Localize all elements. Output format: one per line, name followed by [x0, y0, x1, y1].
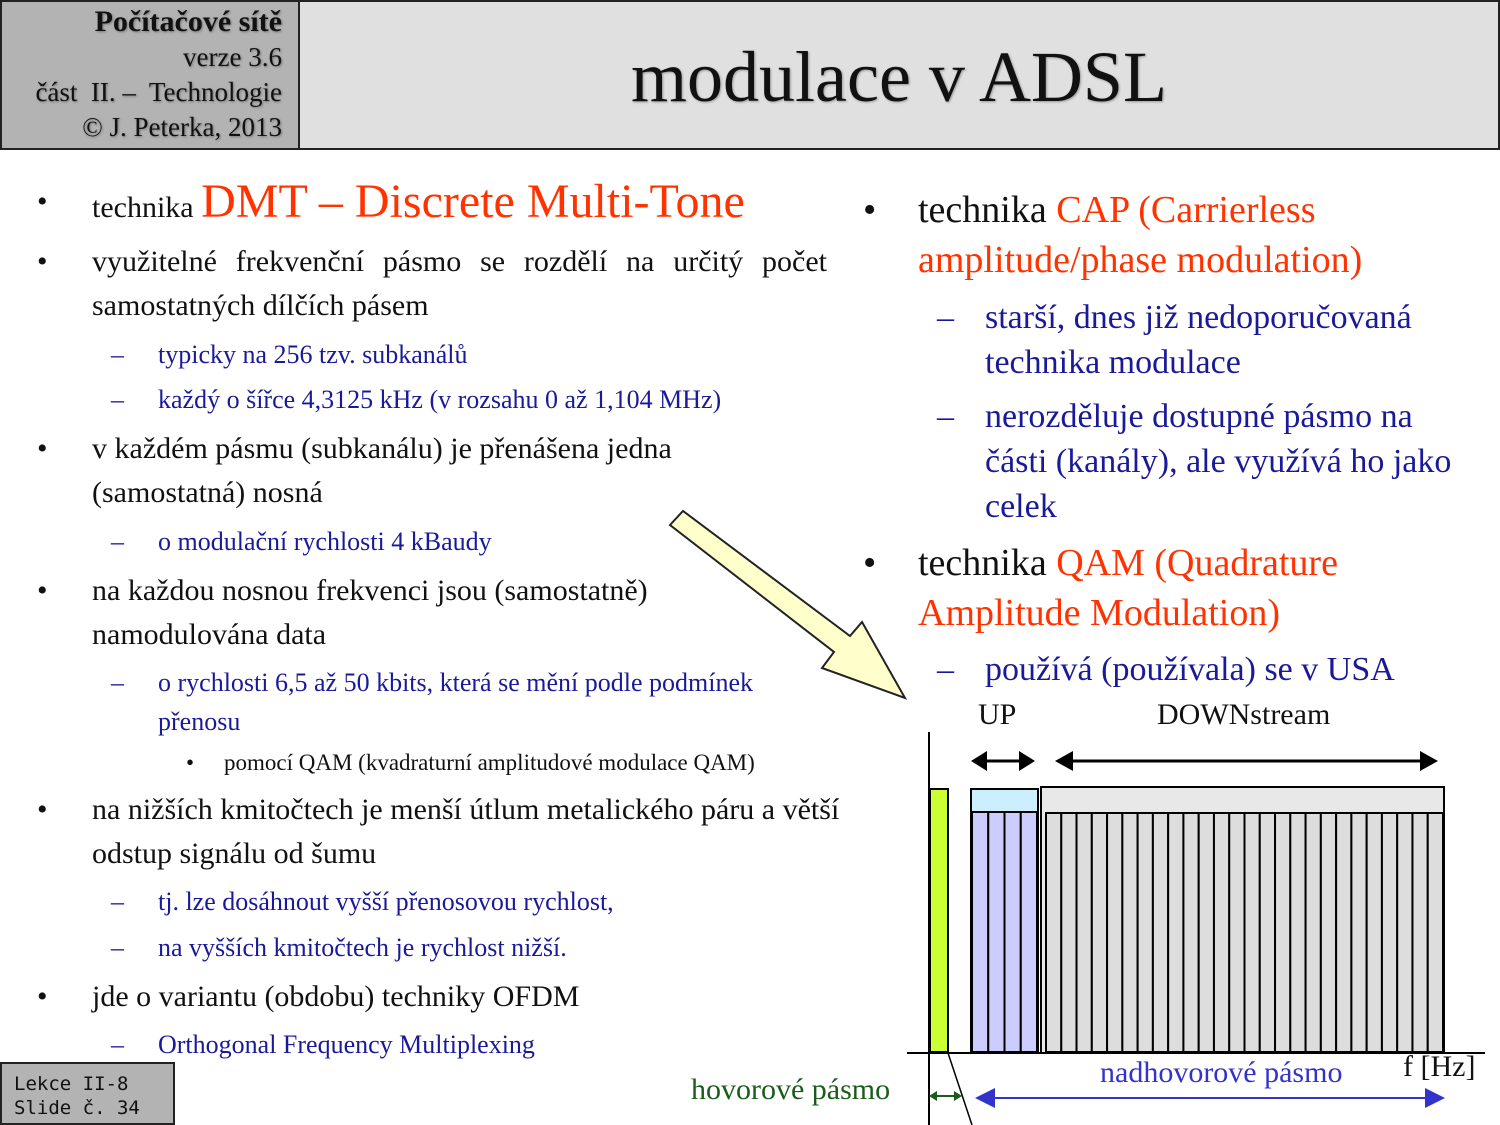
text: na každou nosnou frekvenci jsou (samosta…	[92, 574, 648, 651]
downstream-channel	[1319, 812, 1338, 1053]
text: technika	[918, 542, 1057, 584]
text: starší, dnes již nedoporučovaná technika…	[985, 299, 1412, 381]
sub-item: –každý o šířce 4,3125 kHz (v rozsahu 0 a…	[111, 385, 722, 414]
slide-title: modulace v ADSL	[300, 0, 1500, 150]
course-title: Počítačové sítě	[94, 5, 282, 38]
highlight: DMT – Discrete Multi-Tone	[201, 175, 745, 228]
pointer-arrow	[668, 509, 908, 700]
text: jde o variantu (obdobu) techniky OFDM	[92, 980, 580, 1013]
downstream-channel	[1182, 812, 1200, 1053]
text: každý o šířce 4,3125 kHz (v rozsahu 0 až…	[158, 385, 722, 414]
sub-sub-item: •pomocí QAM (kvadraturní amplitudové mod…	[186, 750, 755, 775]
upstream-channel	[1003, 811, 1022, 1053]
downstream-channel	[1045, 812, 1063, 1053]
course-info: Počítačové sítě verze 3.6 část II. – Tec…	[0, 0, 300, 150]
bullet-carrier: •v každém pásmu (subkanálu) je přenášena…	[37, 432, 672, 509]
upstream-channel	[987, 811, 1006, 1053]
sub-item: –starší, dnes již nedoporučovaná technik…	[937, 299, 1412, 381]
downstream-channel	[1274, 812, 1292, 1053]
text: pomocí QAM (kvadraturní amplitudové modu…	[224, 750, 755, 775]
sub-item: –nerozděluje dostupné pásmo na části (ka…	[937, 398, 1452, 525]
downstream-channel	[1197, 812, 1215, 1053]
text: na vyšších kmitočtech je rychlost nižší.	[158, 933, 567, 962]
highlight: QAM (Quadrature Amplitude Modulation)	[918, 542, 1338, 634]
voice-boundary	[947, 1052, 973, 1125]
bullet-qam: •technika QAM (Quadrature Amplitude Modu…	[863, 542, 1338, 634]
above-voice-band-label: nadhovorové pásmo	[1100, 1056, 1343, 1089]
text: o rychlosti 6,5 až 50 kbits, která se mě…	[158, 668, 753, 736]
bullet-band: •využitelné frekvenční pásmo se rozdělí …	[37, 245, 827, 322]
downstream-channel	[1075, 812, 1093, 1053]
voice-band	[929, 788, 949, 1053]
copyright: © J. Peterka, 2013	[82, 112, 282, 142]
text: na nižších kmitočtech je menší útlum met…	[92, 793, 840, 870]
downstream-channel	[1380, 812, 1399, 1053]
downstream-channel	[1060, 812, 1078, 1053]
text: Orthogonal Frequency Multiplexing	[158, 1030, 535, 1059]
slide-number: Slide č. 34	[14, 1097, 140, 1119]
sub-item: –o rychlosti 6,5 až 50 kbits, která se m…	[111, 668, 753, 736]
text: technika	[92, 191, 202, 224]
text: používá (používala) se v USA	[985, 651, 1395, 688]
downstream-channel	[1136, 812, 1154, 1053]
bullet-cap: •technika CAP (Carrierless amplitude/pha…	[863, 189, 1363, 281]
sub-item: –na vyšších kmitočtech je rychlost nižší…	[111, 933, 567, 962]
bullet-dmt: •technika DMT – Discrete Multi-Tone	[37, 175, 745, 228]
text: tj. lze dosáhnout vyšší přenosovou rychl…	[158, 887, 614, 916]
downstream-label: DOWNstream	[1157, 698, 1331, 731]
downstream-channel	[1350, 812, 1368, 1053]
downstream-channel	[1090, 812, 1109, 1053]
sub-item: –používá (používala) se v USA	[937, 651, 1395, 688]
downstream-channel	[1411, 812, 1429, 1053]
up-arrow-head-right	[1019, 751, 1035, 771]
version: verze 3.6	[183, 42, 282, 72]
downstream-channel	[1106, 812, 1124, 1053]
downstream-channel	[1258, 812, 1277, 1053]
downstream-channel	[1212, 812, 1231, 1053]
bullet-attenuation: •na nižších kmitočtech je menší útlum me…	[37, 793, 840, 870]
upstream-channel	[1019, 811, 1038, 1053]
text: o modulační rychlosti 4 kBaudy	[158, 527, 492, 556]
text: technika	[918, 189, 1057, 231]
upstream-channel	[971, 811, 990, 1053]
text: nerozděluje dostupné pásmo na části (kan…	[985, 398, 1452, 525]
part: část II. – Technologie	[35, 77, 282, 107]
downstream-channel	[1289, 812, 1307, 1053]
sub-item: –tj. lze dosáhnout vyšší přenosovou rych…	[111, 887, 614, 916]
sub-item: –Orthogonal Frequency Multiplexing	[111, 1030, 535, 1059]
up-arrow-head-left	[971, 751, 987, 771]
text: využitelné frekvenční pásmo se rozdělí n…	[92, 245, 827, 322]
down-arrow-head-right	[1420, 751, 1438, 771]
downstream-channel	[1304, 812, 1322, 1053]
bullet-data: •na každou nosnou frekvenci jsou (samost…	[37, 574, 648, 651]
bullet-ofdm: •jde o variantu (obdobu) techniky OFDM	[37, 980, 580, 1013]
lesson: Lekce II-8	[14, 1073, 129, 1095]
downstream-channel	[1365, 812, 1383, 1053]
highlight: CAP (Carrierless amplitude/phase modulat…	[918, 189, 1363, 281]
down-arrow-head-left	[1055, 751, 1073, 771]
text: v každém pásmu (subkanálu) je přenášena …	[92, 432, 672, 509]
voice-band-label: hovorové pásmo	[691, 1073, 891, 1106]
downstream-channel	[1228, 812, 1246, 1053]
downstream-channel	[1335, 812, 1353, 1053]
downstream-channel	[1151, 812, 1170, 1053]
downstream-channel	[1167, 812, 1185, 1053]
downstream-channel	[1243, 812, 1261, 1053]
downstream-channel	[1121, 812, 1139, 1053]
text: typicky na 256 tzv. subkanálů	[158, 340, 468, 369]
downstream-channel	[1396, 812, 1414, 1053]
downstream-channel	[1426, 812, 1444, 1053]
up-label: UP	[978, 698, 1017, 731]
sub-item: –typicky na 256 tzv. subkanálů	[111, 340, 468, 369]
sub-item: –o modulační rychlosti 4 kBaudy	[111, 527, 492, 556]
axis-label: f [Hz]	[1403, 1050, 1476, 1083]
